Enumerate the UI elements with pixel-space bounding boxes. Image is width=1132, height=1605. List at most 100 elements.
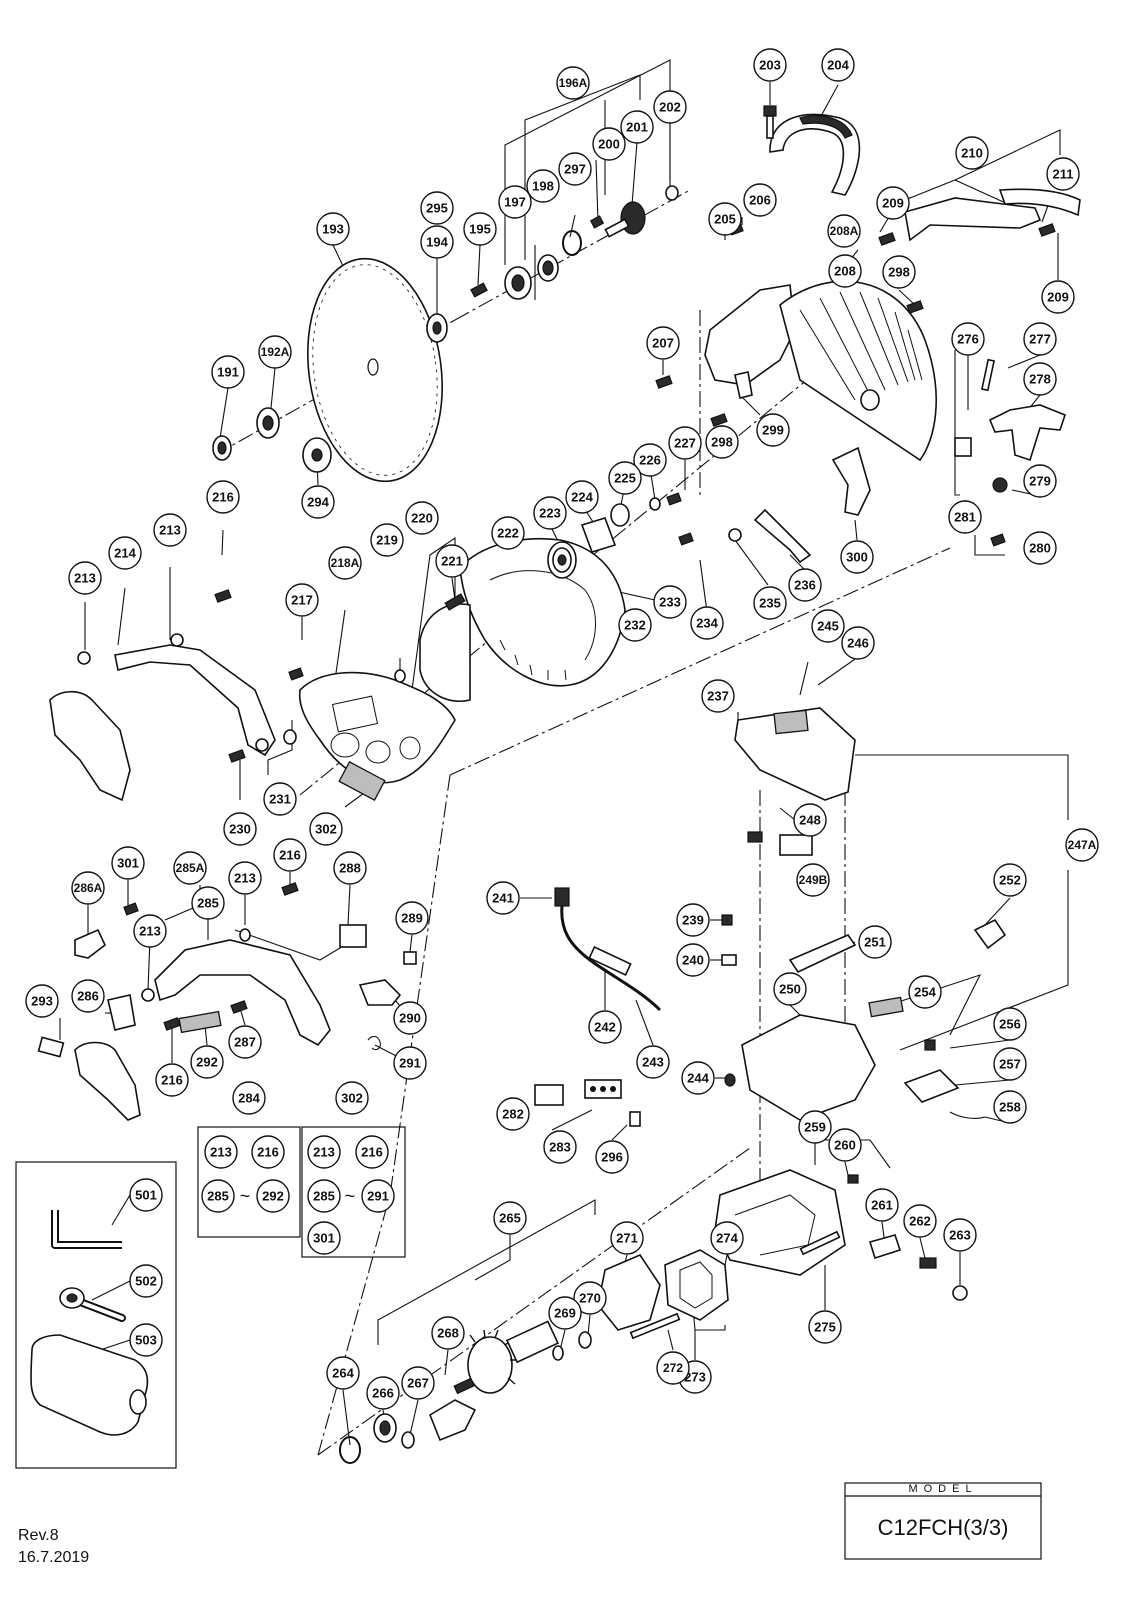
svg-text:198: 198: [532, 179, 554, 194]
callout-242: 242: [588, 1010, 622, 1044]
callout-274: 274: [710, 1221, 744, 1255]
svg-text:213: 213: [159, 523, 181, 538]
capacitor-282-part: [534, 1084, 564, 1106]
nut-279-part: [992, 477, 1008, 493]
dust-bag-503-part: [30, 1334, 149, 1436]
kit-box-302: [301, 1126, 406, 1258]
revision-info: Rev.8 16.7.2019: [18, 1527, 89, 1566]
svg-text:291: 291: [399, 1056, 421, 1071]
svg-text:268: 268: [437, 1326, 459, 1341]
connector-252-part: [973, 918, 1007, 950]
svg-text:257: 257: [999, 1057, 1021, 1072]
svg-text:275: 275: [814, 1320, 836, 1335]
svg-text:244: 244: [687, 1071, 709, 1086]
callout-201: 201: [620, 110, 654, 144]
guard-axis-line: [299, 319, 881, 796]
svg-text:251: 251: [864, 935, 886, 950]
svg-text:217: 217: [291, 593, 313, 608]
handle-cover-247A-part: [734, 707, 856, 801]
svg-text:269: 269: [554, 1306, 576, 1321]
svg-text:280: 280: [1029, 541, 1051, 556]
callout-257: 257: [993, 1047, 1027, 1081]
disc-225-part: [610, 503, 630, 527]
kit-284-range-end: 292: [256, 1179, 290, 1213]
callout-224: 224: [565, 480, 599, 514]
callout-277: 277: [1023, 322, 1057, 356]
svg-text:233: 233: [659, 595, 681, 610]
kit-284-title: 284: [232, 1081, 266, 1115]
callout-216-bottom: 216: [155, 1063, 189, 1097]
power-cord-part: [554, 887, 662, 1012]
svg-text:245: 245: [817, 619, 839, 634]
armature-part: [453, 1320, 559, 1395]
kit-302-title: 302: [335, 1081, 369, 1115]
svg-text:293: 293: [31, 994, 53, 1009]
svg-text:211: 211: [1053, 167, 1074, 182]
svg-text:221: 221: [441, 554, 463, 569]
saw-blade-part: [307, 257, 443, 483]
callout-293: 293: [25, 984, 59, 1018]
callout-239: 239: [676, 903, 710, 937]
callout-279: 279: [1023, 464, 1057, 498]
kit-284-item: 213: [204, 1135, 238, 1169]
callout-262: 262: [903, 1204, 937, 1238]
spring-223-part: [547, 541, 577, 579]
label-245-part: [773, 709, 809, 735]
svg-text:262: 262: [909, 1214, 931, 1229]
svg-text:273: 273: [684, 1370, 706, 1385]
callout-291: 291: [393, 1046, 427, 1080]
washer-213d-part: [141, 988, 155, 1002]
hex-wrench-501-part: [51, 1210, 122, 1249]
motor-housing-part: [714, 1169, 846, 1276]
washer-267-part: [401, 1431, 415, 1449]
callout-296: 296: [595, 1140, 629, 1174]
upper-blade-guard-part: [779, 280, 937, 462]
callout-208A: 208A: [827, 214, 861, 248]
callout-501: 501: [129, 1178, 163, 1212]
washer-231b-part: [283, 729, 297, 745]
svg-text:285A: 285A: [176, 861, 205, 875]
callout-259: 259: [798, 1110, 832, 1144]
bracket-286-part: [107, 994, 136, 1031]
callout-216-top: 216: [206, 480, 240, 514]
svg-text:265: 265: [499, 1211, 521, 1226]
svg-text:285: 285: [207, 1189, 229, 1204]
hex-wrench-501-inner: [53, 1210, 122, 1247]
svg-text:193: 193: [322, 222, 344, 237]
pin-277-part: [980, 358, 996, 392]
callout-206: 206: [743, 183, 777, 217]
part-callouts: 191 192A 193 194 295 195 196A 197 198 29…: [25, 48, 1099, 1410]
bearing-266-part: [373, 1413, 397, 1443]
screw-239-part: [721, 914, 733, 926]
callout-247A: 247A: [1065, 828, 1099, 862]
kit-302-tilde: ~: [345, 1186, 356, 1206]
callout-213-a: 213: [153, 513, 187, 547]
kit-284-contents: 284 213 216 285 ~ 292: [201, 1081, 290, 1213]
svg-text:216: 216: [361, 1145, 383, 1160]
plate-224-part: [580, 517, 617, 553]
callout-292: 292: [190, 1045, 224, 1079]
svg-text:209: 209: [1047, 290, 1069, 305]
svg-text:285: 285: [197, 896, 219, 911]
callout-301: 301: [111, 846, 145, 880]
kit-302-contents: 302 213 216 285 ~ 291 301: [307, 1081, 395, 1255]
svg-text:222: 222: [497, 526, 519, 541]
svg-text:216: 216: [279, 848, 301, 863]
top-cover-part: [904, 197, 1042, 242]
bar-221-part: [444, 593, 466, 611]
callout-270: 270: [573, 1281, 607, 1315]
callout-503: 503: [129, 1323, 163, 1357]
plate-251-part: [788, 934, 857, 974]
svg-text:254: 254: [914, 985, 936, 1000]
svg-text:213: 213: [74, 571, 96, 586]
svg-text:218A: 218A: [331, 556, 360, 570]
svg-text:282: 282: [502, 1107, 524, 1122]
callout-226: 226: [633, 443, 667, 477]
callout-234: 234: [690, 606, 724, 640]
callout-295: 295: [420, 191, 454, 225]
svg-text:286A: 286A: [74, 881, 103, 895]
svg-text:216: 216: [161, 1073, 183, 1088]
callout-252: 252: [993, 863, 1027, 897]
svg-text:299: 299: [762, 423, 784, 438]
